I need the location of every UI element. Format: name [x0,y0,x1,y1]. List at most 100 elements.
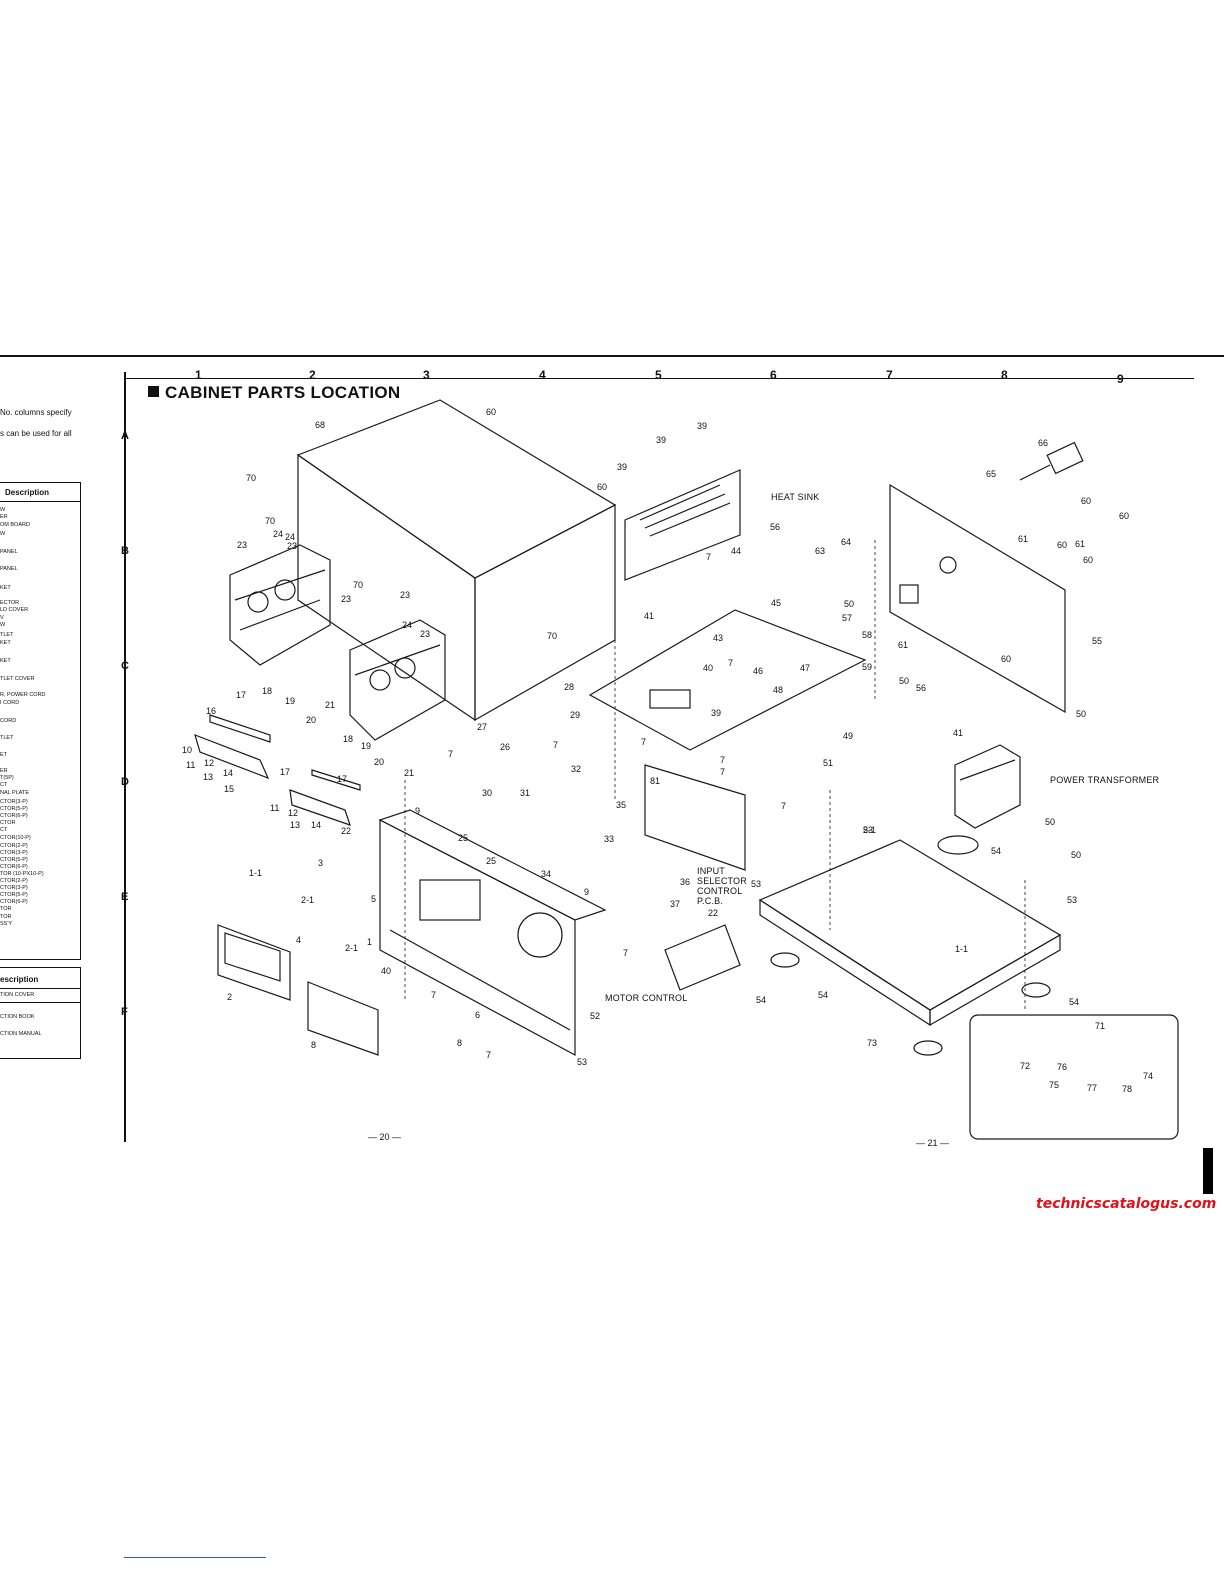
part-number-label: 24 [285,532,296,542]
part-number-label: 65 [986,469,997,479]
part-number-label: 78 [1122,1084,1133,1094]
part-number-label: 72 [1020,1061,1031,1071]
part-number-label: 40 [703,663,714,673]
parts-table-1-item: OM BOARD [0,522,30,528]
part-number-label: 39 [697,421,708,431]
part-number-label: 5 [371,894,377,904]
part-number-label: 47 [800,663,811,673]
parts-table-1-item: TOR (10-PX10-P) [0,871,44,877]
parts-table-1-item: CTOR(3-P) [0,799,28,805]
part-number-label: 22 [708,908,719,918]
part-number-label: 50 [1045,817,1056,827]
parts-table-1-item: TOR [0,914,12,920]
part-number-label: 18 [343,734,354,744]
parts-table-1-item: PANEL [0,566,18,572]
part-number-label: 50 [1076,709,1087,719]
parts-table-2-rule-b [0,1002,80,1003]
grid-row-d: D [121,776,129,788]
parts-table-1-item: V [0,615,4,621]
cassette-mechanism-left [229,544,331,666]
heat-sink-shape [624,469,741,581]
part-number-label: 23 [420,629,431,639]
part-number-label: 60 [1001,654,1012,664]
part-number-label: 39 [656,435,667,445]
front-panel-shape [378,809,607,1057]
part-number-label: 17 [236,690,247,700]
part-number-label: 50 [899,676,910,686]
grid-col-3: 3 [423,368,430,382]
part-number-label: 8 [457,1038,463,1048]
part-number-label: 34 [541,869,552,879]
part-number-label: 23 [287,541,298,551]
parts-table-1-item: CTOR(5-P) [0,806,28,812]
part-number-label: 9 [415,806,421,816]
part-number-label: 9 [584,887,590,897]
part-number-label: 6 [475,1010,481,1020]
part-number-label: 30 [482,788,493,798]
parts-table-1-item: NAL PLATE [0,790,30,796]
parts-table-1-item: CTOR(3-P) [0,850,28,856]
motor-control-board-shape [664,924,741,991]
part-number-label: 13 [290,820,301,830]
part-number-label: 53 [863,825,874,835]
part-number-label: 21 [404,768,415,778]
parts-table-1-item: ECTOR [0,600,20,606]
parts-table-1-item: CTOR(6-P) [0,813,28,819]
grid-col-2: 2 [309,368,316,382]
parts-table-2-header-rule [0,988,80,989]
part-number-label: 60 [1119,511,1130,521]
part-number-label: 7 [486,1050,492,1060]
part-number-label: 48 [773,685,784,695]
parts-table-1-item: LD COVER [0,607,29,613]
part-number-label: 71 [1095,1021,1106,1031]
accessory-inset-box [969,1014,1179,1140]
grid-col-8: 8 [1001,368,1008,382]
part-number-label: 25 [486,856,497,866]
part-number-label: 73 [867,1038,878,1048]
part-number-label: 16 [206,706,217,716]
part-number-label: 53 [577,1057,588,1067]
part-number-label: 29 [570,710,581,720]
parts-table-1-item: CTOR(6-P) [0,899,28,905]
part-number-label: 70 [265,516,276,526]
square-bullet-icon [148,386,159,397]
parts-table-2-item: CTION MANUAL [0,1031,42,1037]
part-number-label: 70 [246,473,257,483]
edge-bar [1203,1148,1213,1194]
part-number-label: 2-1 [345,943,359,953]
parts-table-2-item: CTION BOOK [0,1014,35,1020]
part-number-label: 56 [916,683,927,693]
dashed-guides [404,540,1026,1010]
part-number-label: 66 [1038,438,1049,448]
part-number-label: 61 [898,640,909,650]
page-number-right: — 21 — [916,1138,950,1148]
parts-table-1 [0,482,81,960]
parts-table-2 [0,967,81,1059]
part-number-label: 3 [318,858,324,868]
parts-table-1-item: CTOR(2-P) [0,843,28,849]
part-number-label: 14 [223,768,234,778]
part-number-label: 54 [1069,997,1080,1007]
parts-table-1-item: KET [0,585,11,591]
part-number-label: 25 [458,833,469,843]
parts-table-1-item: TLET [0,735,14,741]
part-number-label: 2-1 [301,895,315,905]
parts-table-1-item: CTOR(5-P) [0,892,28,898]
part-number-label: 39 [617,462,628,472]
part-number-label: 4 [296,935,302,945]
part-number-label: 39 [711,708,722,718]
part-number-label: 22 [341,826,352,836]
parts-table-1-item: R, POWER CORD [0,692,46,698]
part-number-label: 7 [553,740,559,750]
main-pcb-shape [588,609,867,751]
part-number-label: 41 [953,728,964,738]
grid-row-c: C [121,660,129,672]
part-number-label: 60 [1057,540,1068,550]
input-selector-board-shape [644,764,746,871]
part-number-label: 35 [616,800,627,810]
part-number-label: 50 [1071,850,1082,860]
part-number-label: 45 [771,598,782,608]
power-transformer-label: POWER TRANSFORMER [1050,775,1160,785]
cassette-door-right [307,981,379,1056]
part-number-label: 32 [571,764,582,774]
